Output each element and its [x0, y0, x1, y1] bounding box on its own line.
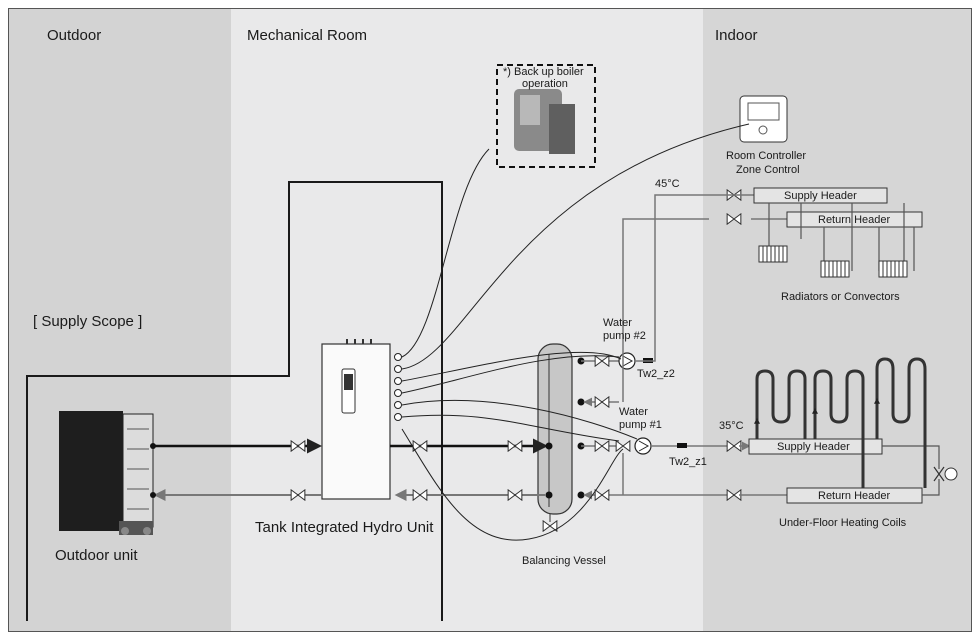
tank-unit-label: Tank Integrated Hydro Unit [255, 519, 434, 536]
radiators-label: Radiators or Convectors [781, 291, 900, 303]
room-controller [739, 95, 788, 143]
radiator-supply-header-label: Supply Header [784, 190, 857, 202]
underfloor-supply-header-label: Supply Header [777, 441, 850, 453]
radiator-1 [758, 245, 788, 263]
room-controller-label: Room Controller [726, 150, 807, 162]
backup-boiler-label-1: *) Back up boiler [503, 66, 584, 78]
tank-hydro-unit [321, 339, 402, 500]
pump1-label-2: pump #1 [619, 419, 662, 431]
pump2-label-2: pump #2 [603, 330, 646, 342]
sensor-z2-label: Tw2_z2 [637, 368, 675, 380]
temp-high-label: 45°C [655, 178, 680, 190]
zone-mechanical-room [231, 9, 703, 631]
schematic-drawing [26, 64, 958, 621]
outdoor-unit-label: Outdoor unit [55, 547, 138, 564]
diagram-frame: Outdoor Mechanical Room Indoor [8, 8, 972, 632]
zone-control-label: Zone Control [736, 164, 800, 176]
backup-boiler-label-2: operation [522, 78, 568, 90]
radiator-return-header-label: Return Header [818, 214, 891, 226]
zone-label-indoor: Indoor [715, 27, 758, 44]
radiator-2 [820, 260, 850, 278]
sensor-z1-label: Tw2_z1 [669, 456, 707, 468]
supply-scope-boundary [26, 181, 443, 621]
underfloor-return-header-label: Return Header [818, 490, 891, 502]
radiator-3 [878, 260, 908, 278]
backup-boiler [496, 64, 596, 168]
balancing-vessel-label: Balancing Vessel [522, 555, 606, 567]
balancing-vessel [537, 343, 573, 532]
supply-scope-label: [ Supply Scope ] [33, 313, 143, 330]
zone-label-outdoor: Outdoor [47, 27, 102, 44]
underfloor-label: Under-Floor Heating Coils [779, 517, 907, 529]
underfloor-coils [755, 357, 927, 488]
temp-low-label: 35°C [719, 420, 744, 432]
outdoor-unit [59, 411, 154, 535]
zone-label-mechanical-room: Mechanical Room [247, 27, 368, 44]
pump1-label-1: Water [619, 406, 648, 418]
pump2-label-1: Water [603, 317, 632, 329]
